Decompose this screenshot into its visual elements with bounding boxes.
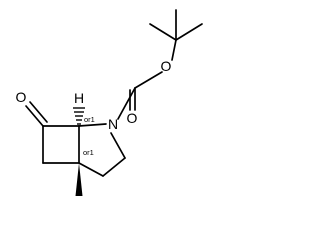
hashed-wedge-to-hydrogen: [73, 107, 85, 125]
ketone-oxygen-label: O: [16, 89, 27, 105]
tert-butyl-group: [149, 9, 203, 61]
stereo-label-top: or1: [84, 115, 95, 124]
chemical-structure-drawing: O O N O H or1 or1: [16, 9, 203, 196]
bond-ester-oxygen-to-carbonyl-carbon: [134, 71, 163, 89]
bond-tbu-to-ester-oxygen: [171, 39, 177, 61]
carbonyl-oxygen-label: O: [127, 110, 138, 126]
bond-tbu-methyl-left: [149, 23, 177, 41]
hydrogen-label: H: [74, 90, 84, 106]
stereo-label-bottom: or1: [83, 148, 94, 157]
ester-oxygen-label: O: [161, 58, 172, 74]
bond-carbonyl-carbon-to-nitrogen: [117, 87, 136, 120]
bond-ketone-c-o-double-1: [25, 105, 44, 127]
bond-tbu-methyl-right: [175, 23, 203, 41]
boc-carbamate-group: [117, 71, 163, 120]
cyclobutanone-ring: [25, 101, 80, 164]
nitrogen-label: N: [108, 116, 118, 132]
pyrrolidine-ring: [78, 123, 126, 177]
bond-ketone-c-o-double-2: [29, 101, 48, 123]
wedge-bond-to-methyl: [75, 163, 83, 196]
bond-ch2-to-ch2: [102, 157, 126, 177]
bond-nitrogen-to-ch2: [110, 132, 126, 159]
bond-nitrogen-to-c1: [78, 123, 107, 127]
bond-ch2-to-c5: [78, 162, 104, 177]
